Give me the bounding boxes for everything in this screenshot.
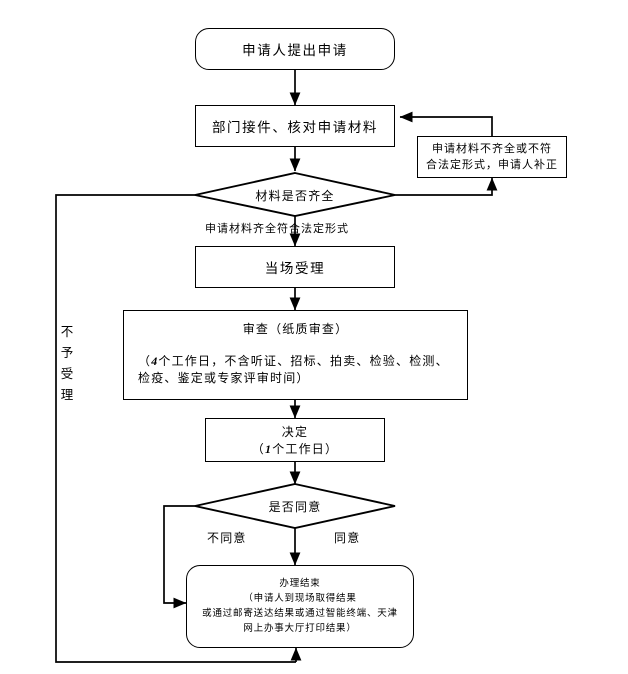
node-decide-title: 决定 xyxy=(281,425,309,439)
node-apply-label: 申请人提出申请 xyxy=(242,43,348,58)
node-accept[interactable]: 当场受理 xyxy=(195,246,395,288)
node-finish[interactable]: 办理结束 （申请人到现场取得结果 或通过邮寄送达结果或通过智能终端、天津 网上办… xyxy=(186,565,414,648)
node-check-complete[interactable]: 材料是否齐全 xyxy=(195,187,395,204)
decision-check-complete-shape xyxy=(194,172,396,217)
edge-disagree-to-finish xyxy=(163,505,195,609)
review-days: 4 xyxy=(151,354,159,368)
node-receive-label: 部门接件、核对申请材料 xyxy=(211,120,379,135)
node-decide[interactable]: 决定 （1个工作日） xyxy=(205,418,385,462)
node-decide-sub: （1个工作日） xyxy=(252,440,338,457)
node-finish-line1: 办理结束 xyxy=(279,578,321,589)
review-line1: 个工作日，不含听证、招标、拍卖、检验、检测、 xyxy=(158,354,449,368)
node-finish-line4: 网上办事大厅打印结果） xyxy=(243,623,357,634)
edge-supplement-to-receive xyxy=(399,111,493,136)
node-finish-line3: 或通过邮寄送达结果或通过智能终端、天津 xyxy=(202,608,398,619)
edge-label-disagree: 不同意 xyxy=(207,529,247,546)
node-agree-check[interactable]: 是否同意 xyxy=(195,498,395,515)
edge-label-reject-vertical-text: 不予受理 xyxy=(60,325,74,402)
node-apply[interactable]: 申请人提出申请 xyxy=(195,28,395,70)
node-accept-label: 当场受理 xyxy=(264,261,326,276)
review-paren: （ xyxy=(138,354,152,368)
decide-paren: （ xyxy=(251,442,265,456)
edge-label-disagree-text: 不同意 xyxy=(207,531,247,545)
node-check-complete-label: 材料是否齐全 xyxy=(255,189,335,203)
node-supplement-line2: 合法定形式，申请人补正 xyxy=(426,159,558,171)
node-review-title: 审查（纸质审查） xyxy=(242,322,349,336)
node-review[interactable]: 审查（纸质审查） （4个工作日，不含听证、招标、拍卖、检验、检测、 检疫、鉴定或… xyxy=(123,310,468,400)
edge-label-reject-vertical: 不予受理 xyxy=(59,322,75,406)
edge-label-agree: 同意 xyxy=(334,529,360,546)
decision-agree-shape xyxy=(194,483,396,529)
decide-days: 1 xyxy=(264,442,273,456)
decide-suffix: 个工作日） xyxy=(272,442,339,456)
edge-check-no-to-supplement xyxy=(395,177,498,196)
node-supplement-line1: 申请材料不齐全或不符 xyxy=(432,143,552,155)
node-supplement[interactable]: 申请材料不齐全或不符 合法定形式，申请人补正 xyxy=(417,136,567,178)
node-review-body: （4个工作日，不含听证、招标、拍卖、检验、检测、 检疫、鉴定或专家评审时间） xyxy=(124,353,467,387)
edge-reject-path xyxy=(55,194,296,663)
edge-label-complete-yes: 申请材料齐全符合法定形式 xyxy=(205,220,349,236)
review-line2: 检疫、鉴定或专家评审时间） xyxy=(138,371,310,385)
edge-label-complete-yes-text: 申请材料齐全符合法定形式 xyxy=(205,223,349,235)
node-agree-check-label: 是否同意 xyxy=(268,500,322,514)
edge-label-agree-text: 同意 xyxy=(334,531,361,545)
node-finish-line2: （申请人到现场取得结果 xyxy=(243,593,357,604)
node-receive[interactable]: 部门接件、核对申请材料 xyxy=(195,105,395,147)
